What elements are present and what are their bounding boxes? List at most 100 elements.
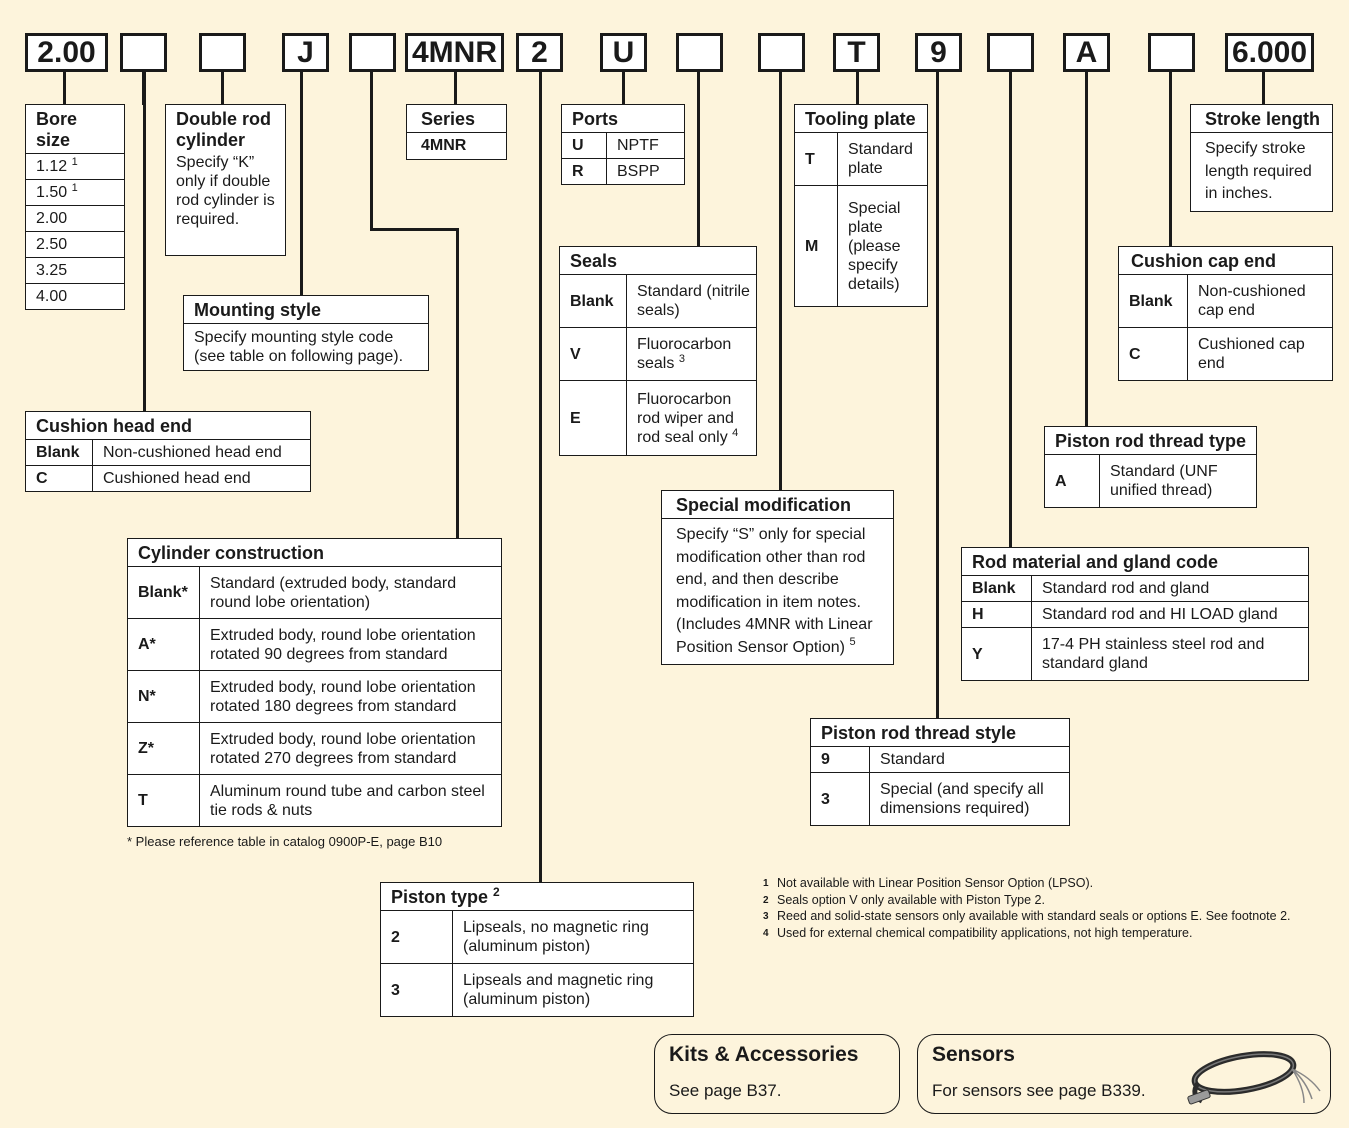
row-code: Z* (128, 722, 200, 775)
footnote-ref: 2 (493, 885, 500, 899)
code-box-thread-style: 9 (915, 33, 962, 72)
bore-size-value: 2.50 (36, 236, 68, 253)
row-code: A (1045, 454, 1100, 507)
row-code: 9 (811, 746, 870, 773)
row-code: Y (962, 627, 1032, 680)
row-desc: BSPP (606, 158, 684, 184)
row-desc: Standard rod and gland (1031, 575, 1308, 602)
row-desc: Fluorocarbon rod wiper and rod seal only… (626, 380, 756, 455)
row-desc: Special plate (please specify details) (837, 185, 927, 306)
connector-line (1009, 72, 1012, 547)
special-modification-box: Special modification Specify “S” only fo… (661, 490, 894, 665)
kits-accessories-callout[interactable]: Kits & Accessories See page B37. (654, 1034, 900, 1114)
seals-title: Seals (570, 251, 618, 271)
bore-size-value: 3.25 (36, 262, 68, 279)
code-box-mounting: J (282, 33, 329, 72)
code-box-double-rod (120, 33, 167, 72)
code-box-thread-type: A (1063, 33, 1110, 72)
bore-size-value: 1.50 (36, 184, 68, 201)
code-box-stroke: 6.000 (1225, 33, 1314, 72)
row-code: 2 (381, 910, 453, 964)
cushion-head-title: Cushion head end (36, 416, 193, 436)
row-desc: Fluorocarbon seals 3 (626, 327, 756, 381)
connector-line (370, 228, 458, 231)
row-code: M (795, 185, 838, 306)
code-box-ports: U (600, 33, 647, 72)
row-desc-text: Fluorocarbon seals (637, 336, 732, 372)
piston-type-title: Piston type 2 (381, 883, 693, 910)
bore-size-title: Bore size (36, 109, 78, 150)
series-title: Series (407, 105, 506, 133)
connector-line (779, 72, 782, 490)
row-code: 3 (811, 772, 870, 825)
series-value: 4MNR (421, 137, 467, 154)
row-desc: Extruded body, round lobe orientation ro… (199, 618, 501, 671)
row-code: H (962, 601, 1032, 628)
row-code: 3 (381, 963, 453, 1016)
cylinder-construction-note: * Please reference table in catalog 0900… (127, 834, 443, 849)
bore-size-cell: 2.00 (26, 205, 124, 232)
sensors-callout[interactable]: Sensors For sensors see page B339. (917, 1034, 1331, 1114)
kits-accessories-link[interactable]: See page B37. (669, 1081, 782, 1100)
footnote-ref: 1 (71, 182, 78, 194)
rod-material-title: Rod material and gland code (972, 552, 1219, 572)
double-rod-box: Double rod cylinder Specify “K” only if … (165, 104, 286, 256)
row-code: N* (128, 670, 200, 723)
connector-line (1085, 72, 1088, 426)
connector-line (856, 72, 859, 105)
row-code: E (560, 380, 627, 455)
connector-line (622, 72, 625, 105)
footnote-ref: 3 (678, 353, 685, 365)
code-box-cushion-cap (1148, 33, 1195, 72)
stroke-length-text: Specify stroke length required in inches… (1205, 140, 1312, 202)
kits-accessories-title: Kits & Accessories (669, 1043, 859, 1066)
special-modification-text: Specify “S” only for special modificatio… (662, 519, 893, 664)
footnote-ref: 4 (732, 426, 739, 439)
code-box-special-mod (758, 33, 805, 72)
footnote-ref: 5 (849, 635, 856, 648)
bore-size-value: 1.12 (36, 158, 68, 175)
row-code: R (562, 158, 607, 184)
code-box-series: 4MNR (405, 33, 504, 72)
row-desc: Extruded body, round lobe orientation ro… (199, 722, 501, 775)
row-code: Blank (962, 575, 1032, 602)
mounting-style-box: Mounting style Specify mounting style co… (183, 295, 429, 371)
cushion-cap-title: Cushion cap end (1131, 251, 1277, 271)
row-code: C (26, 465, 93, 491)
footnote-number: 2 (763, 894, 769, 906)
row-desc: NPTF (606, 132, 684, 159)
footnote-text: Reed and solid-state sensors only availa… (777, 909, 1291, 923)
row-desc: Cushioned cap end (1187, 327, 1332, 380)
bore-size-value: 4.00 (36, 288, 68, 305)
tooling-plate-title: Tooling plate (805, 109, 916, 129)
sensor-cable-icon (1187, 1051, 1321, 1105)
connector-line (300, 72, 303, 296)
code-box-cushion-head (199, 33, 246, 72)
connector-line (1262, 72, 1265, 105)
footnote-ref: 1 (71, 156, 78, 168)
sensors-link[interactable]: For sensors see page B339. (932, 1081, 1146, 1100)
row-desc: 17-4 PH stainless steel rod and standard… (1031, 627, 1308, 680)
footnote-text: Not available with Linear Position Senso… (777, 876, 1094, 890)
connector-line (63, 72, 66, 104)
bore-size-cell: 1.12 1 (26, 153, 124, 180)
row-desc: Standard (nitrile seals) (626, 274, 756, 328)
bore-size-value: 2.00 (36, 210, 68, 227)
bore-size-cell: 4.00 (26, 283, 124, 309)
connector-line (143, 72, 146, 412)
connector-line (697, 72, 700, 246)
row-code: Blank (560, 274, 627, 328)
bore-size-cell: 2.50 (26, 231, 124, 258)
code-box-rod-material (987, 33, 1034, 72)
row-desc: Non-cushioned cap end (1187, 274, 1332, 328)
code-box-tooling: T (833, 33, 880, 72)
